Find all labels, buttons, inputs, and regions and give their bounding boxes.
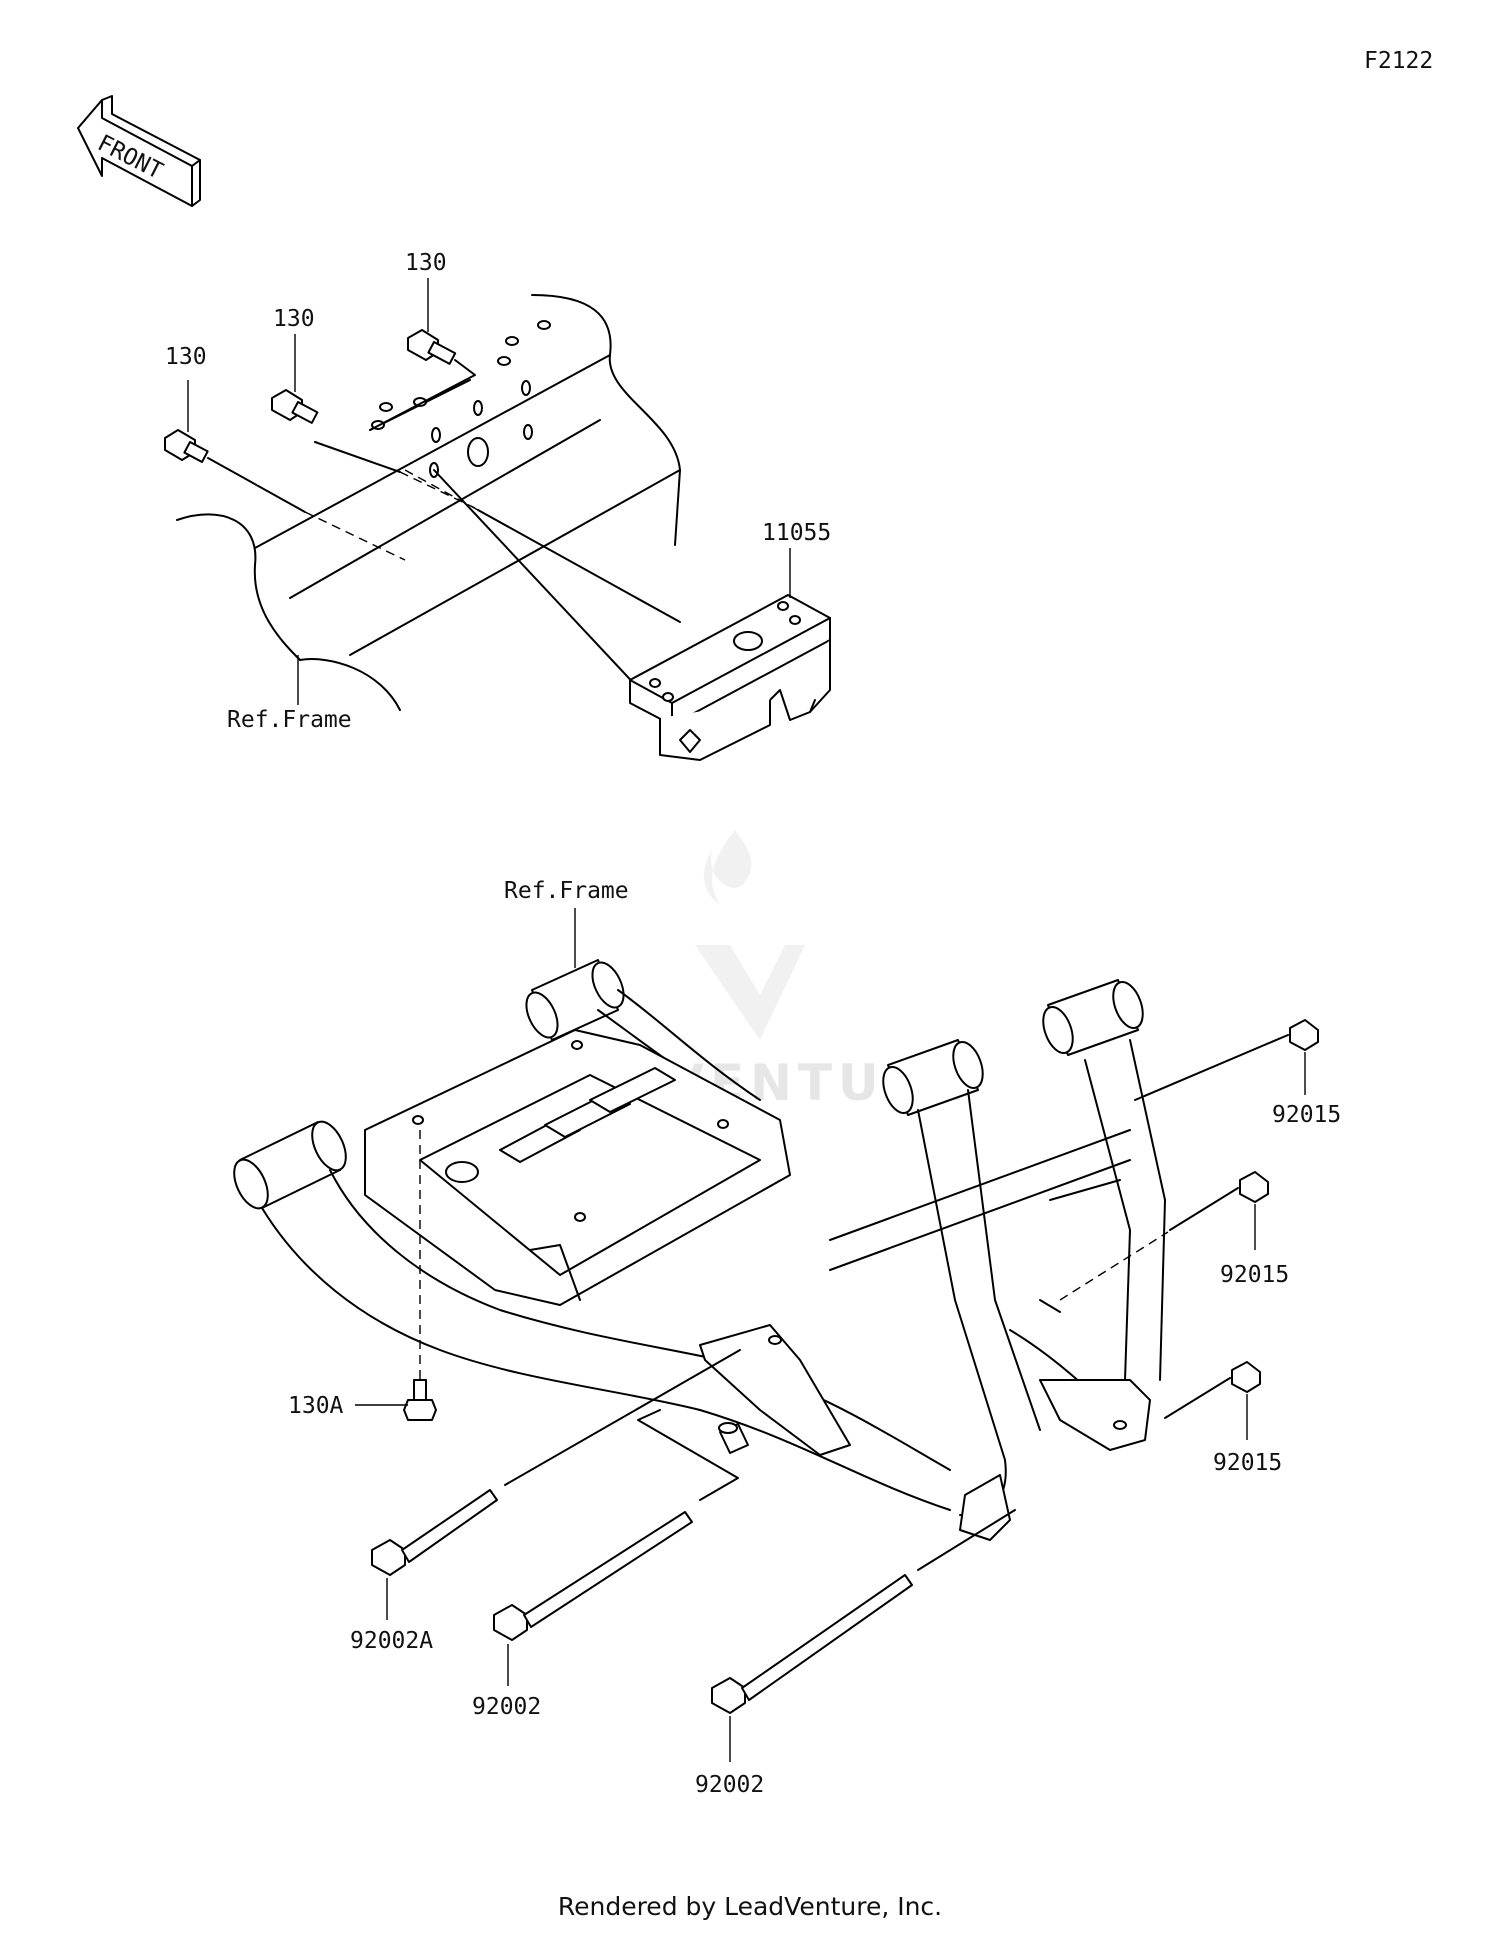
footer-credit: Rendered by LeadVenture, Inc. <box>557 1892 943 1921</box>
label-130a: 130A <box>288 1393 344 1419</box>
bracket-11055 <box>629 594 831 761</box>
nut-92015-bottom <box>1231 1361 1261 1393</box>
skid-plate <box>364 1029 791 1306</box>
nut-92015-middle <box>1239 1171 1269 1203</box>
long-bolt-92002-middle <box>493 1511 693 1641</box>
front-arrow-label: FRONT <box>93 130 167 185</box>
front-arrow-icon: FRONT <box>77 95 201 207</box>
long-bolt-92002-bottom <box>711 1574 913 1714</box>
label-130-middle: 130 <box>273 306 315 332</box>
bolt-130-middle <box>271 389 319 424</box>
diagram-code: F2122 <box>1364 48 1433 74</box>
bolt-130-left <box>164 429 209 463</box>
label-92015-top: 92015 <box>1272 1102 1341 1128</box>
label-92015-bottom: 92015 <box>1213 1450 1282 1476</box>
label-92002-middle: 92002 <box>472 1694 541 1720</box>
label-92002a: 92002A <box>350 1628 433 1654</box>
nut-92015-top <box>1289 1019 1319 1051</box>
flame-v-logo <box>695 830 805 1040</box>
bolt-130a <box>403 1379 437 1421</box>
spacer <box>718 1422 749 1454</box>
label-ref-frame-top: Ref.Frame <box>227 707 352 733</box>
top-assembly: 130 130 130 11055 Ref.Frame <box>164 250 831 761</box>
label-11055: 11055 <box>762 520 831 546</box>
label-130-left: 130 <box>165 344 207 370</box>
mount-bracket-right <box>1039 1379 1151 1451</box>
label-ref-frame-bottom: Ref.Frame <box>504 878 629 904</box>
label-130-right: 130 <box>405 250 447 276</box>
mount-bracket-lower <box>959 1474 1011 1541</box>
label-92015-middle: 92015 <box>1220 1262 1289 1288</box>
frame-cross-member <box>233 959 1166 1516</box>
long-bolt-92002a <box>371 1489 498 1576</box>
label-92002-bottom: 92002 <box>695 1772 764 1798</box>
bolt-130-right <box>407 329 457 365</box>
bottom-assembly: Ref.Frame <box>233 878 1341 1798</box>
mount-bracket-center <box>699 1324 851 1456</box>
